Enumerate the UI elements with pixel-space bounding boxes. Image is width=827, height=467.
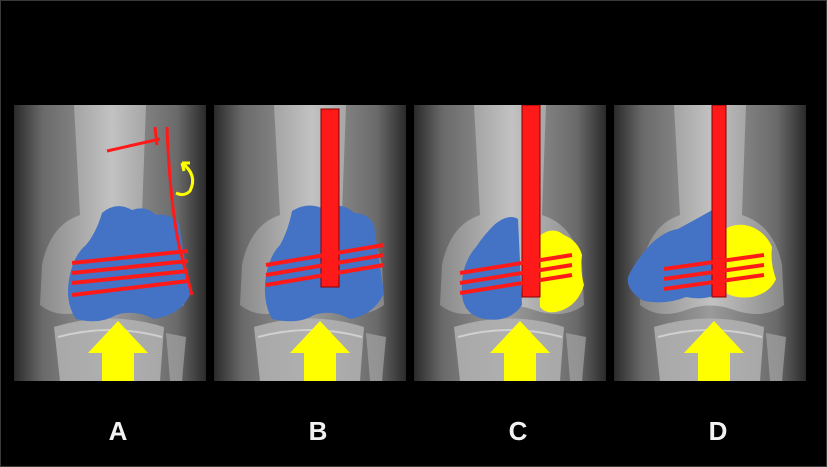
nail — [321, 109, 339, 287]
xray-image-a — [14, 105, 206, 381]
panel-label-c: C — [498, 416, 538, 447]
panel-a — [14, 105, 206, 381]
panel-c — [414, 105, 606, 381]
xray-image-d — [614, 105, 806, 381]
xray-image-c — [414, 105, 606, 381]
nail — [712, 105, 726, 297]
panel-label-d: D — [698, 416, 738, 447]
panel-label-a: A — [98, 416, 138, 447]
panel-b — [214, 105, 406, 381]
xray-image-b — [214, 105, 406, 381]
nail — [522, 105, 540, 297]
panel-d — [614, 105, 806, 381]
panel-label-b: B — [298, 416, 338, 447]
plate-line — [155, 127, 157, 145]
